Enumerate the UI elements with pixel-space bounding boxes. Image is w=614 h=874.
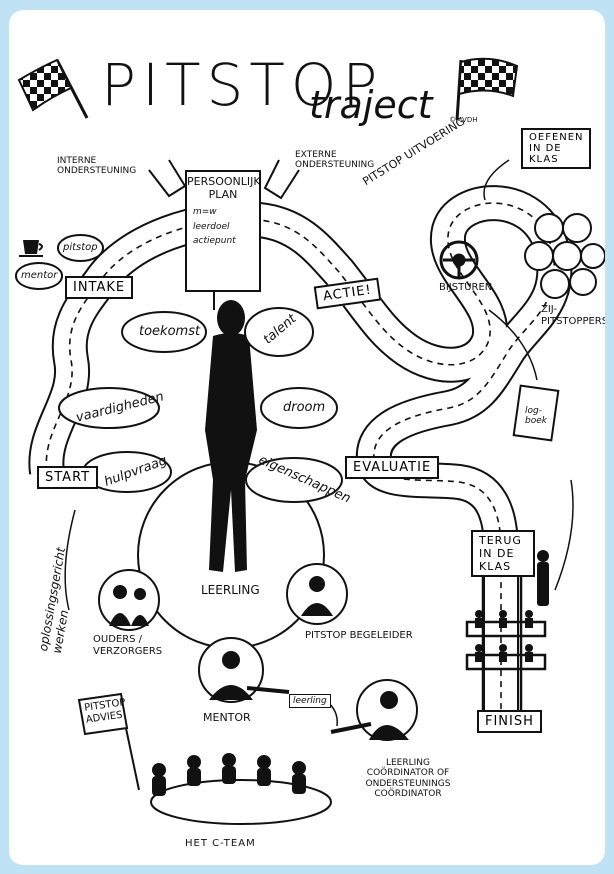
logboek-label: log-boek — [525, 406, 547, 427]
support-hands-icon — [148, 159, 300, 200]
illustration — [17, 57, 605, 825]
role-begeleider: PITSTOP BEGELEIDER — [305, 630, 413, 641]
c-team-label: HET C-TEAM — [185, 838, 256, 849]
stage-start: START — [37, 466, 99, 489]
plan-item: leerdoel — [193, 221, 230, 232]
role-leerling: LEERLING — [201, 583, 260, 597]
pitstop-bubble: pitstop — [57, 234, 104, 262]
leerling-card: leerling — [289, 694, 331, 709]
title-sub: traject — [309, 83, 433, 127]
coffee-cup-icon — [19, 240, 43, 257]
arrows — [64, 159, 574, 727]
plan-item: actiepunt — [193, 235, 236, 246]
stage-terug: TERUG IN DE KLAS — [471, 530, 535, 577]
stage-intake: INTAKE — [65, 276, 134, 299]
student-silhouette — [205, 300, 257, 572]
stage-finish: FINISH — [477, 710, 542, 733]
stage-oefenen: OEFENEN IN DE KLAS — [521, 128, 591, 169]
clouds — [58, 307, 343, 503]
coordinator-label: LEERLING COÖRDINATOR of ONDERSTEUNINGS C… — [365, 758, 451, 800]
external-support-label: EXTERNE ONDERSTEUNING — [295, 150, 375, 171]
plan-item: m=w — [193, 207, 217, 218]
cloud-toekomst: toekomst — [139, 324, 201, 339]
plan-title: PERSOONLIJK PLAN — [187, 175, 261, 201]
mentor-bubble: mentor — [15, 262, 64, 290]
bijsturen-label: BIJSTUREN — [439, 282, 493, 293]
road — [28, 185, 573, 710]
coordinator-avatar — [330, 679, 418, 741]
mentor-avatar — [198, 637, 290, 703]
c-team-table — [77, 692, 332, 825]
internal-support-label: INTERNE ONDERSTEUNING — [57, 156, 137, 177]
personal-plan-card: PERSOONLIJK PLAN m=w leerdoel actiepunt — [185, 170, 261, 292]
cloud-droom: droom — [283, 400, 326, 415]
teacher-figure — [537, 550, 549, 606]
steering-wheel-icon — [439, 240, 479, 280]
role-ouders: OUDERS / VERZORGERS — [93, 634, 163, 657]
logbook-icon — [512, 384, 560, 442]
credit: ©MVDH — [449, 116, 478, 124]
side-pitstoppers-icon — [524, 213, 605, 299]
title-main: PITSTOP — [101, 51, 384, 119]
zijpitstoppers-label: ZIJ-PITSTOPPERS — [541, 304, 605, 327]
flag-left-icon — [17, 58, 89, 119]
poster: PITSTOP traject ©MVDH INTERNE ONDERSTEUN… — [9, 10, 605, 865]
flag-right-icon — [455, 57, 519, 121]
stage-evaluatie: EVALUATIE — [345, 456, 440, 479]
audience-figures — [475, 610, 533, 662]
begeleider-avatar — [286, 563, 348, 625]
role-mentor: MENTOR — [203, 711, 251, 724]
parents-avatar — [98, 569, 160, 631]
